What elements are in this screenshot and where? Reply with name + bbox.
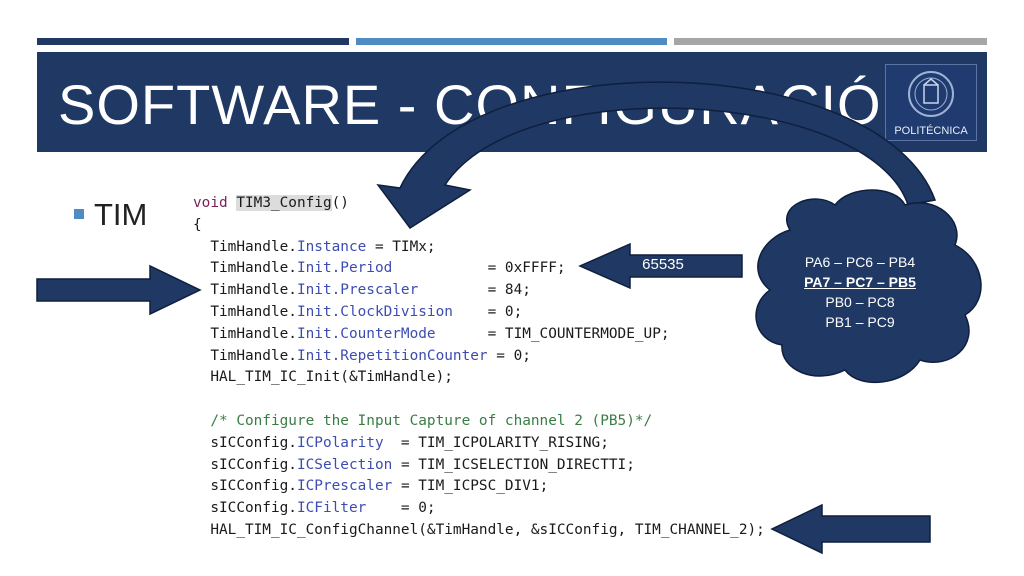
code-text: {: [193, 216, 202, 233]
code-text: (): [331, 195, 349, 211]
code-property: Instance: [296, 238, 367, 255]
code-text: = TIM_ICPOLARITY_RISING;: [383, 434, 609, 451]
code-text: HAL_TIM_IC_ConfigChannel(&TimHandle, &sI…: [193, 521, 765, 538]
code-text: = TIMx;: [366, 238, 436, 255]
bullet-square: [74, 209, 84, 219]
cloud-shape: [755, 189, 982, 384]
code-text: TimHandle.: [193, 282, 297, 299]
code-text: TimHandle.: [193, 347, 297, 364]
code-property: ICSelection: [296, 456, 393, 473]
bullet-label: TIM: [94, 197, 148, 232]
code-property: Init.Prescaler: [296, 282, 419, 299]
code-text: sICConfig.: [193, 434, 297, 451]
code-text: TimHandle.: [193, 325, 297, 342]
crest-icon: [908, 71, 954, 117]
code-text: = TIM_COUNTERMODE_UP;: [435, 325, 670, 342]
code-text: TimHandle.: [193, 238, 297, 255]
code-property: Init.Period: [296, 260, 393, 277]
code-property: ICPrescaler: [296, 478, 393, 495]
cloud-line: PB1 – PC9: [825, 314, 895, 330]
code-text: sICConfig.: [193, 478, 297, 495]
arrow-left-icon: [578, 242, 743, 290]
code-property: Init.ClockDivision: [296, 303, 453, 320]
curved-arrow: [376, 81, 937, 230]
code-text: TimHandle.: [193, 260, 297, 277]
code-text: = TIM_ICSELECTION_DIRECTTI;: [392, 456, 635, 473]
code-text: = 0;: [452, 303, 523, 320]
top-bar-gray: [674, 38, 987, 45]
top-bar-dark: [37, 38, 349, 45]
cloud-line: PA6 – PC6 – PB4: [804, 254, 916, 270]
cloud-line-highlighted: PA7 – PC7 – PB5: [804, 274, 916, 290]
cloud-text: PA6 – PC6 – PB4 PA7 – PC7 – PB5 PB0 – PC…: [775, 252, 945, 332]
top-bar-blue: [356, 38, 667, 45]
code-property: ICPolarity: [296, 434, 384, 451]
code-text: = 0xFFFF;: [392, 260, 566, 277]
code-function-name: TIM3_Config: [236, 195, 332, 211]
code-text: sICConfig.: [193, 500, 297, 517]
university-logo: POLITÉCNICA: [885, 64, 977, 141]
arrow-right-icon: [36, 264, 202, 316]
value-arrow-label: 65535: [642, 256, 684, 273]
arrow-left-icon: [770, 503, 931, 555]
code-text: = TIM_ICPSC_DIV1;: [392, 478, 549, 495]
code-block: void TIM3_Config() { TimHandle.Instance …: [193, 193, 765, 542]
code-comment: /* Configure the Input Capture of channe…: [193, 412, 653, 429]
code-text: = 84;: [418, 282, 531, 299]
code-property: Init.CounterMode: [296, 325, 436, 342]
code-keyword: void: [193, 195, 228, 211]
code-text: = 0;: [366, 500, 436, 517]
logo-text: POLITÉCNICA: [894, 125, 968, 137]
code-text: sICConfig.: [193, 456, 297, 473]
code-text: TimHandle.: [193, 303, 297, 320]
code-text: HAL_TIM_IC_Init(&TimHandle);: [193, 369, 453, 386]
code-property: ICFilter: [296, 500, 367, 517]
code-property: Init.RepetitionCounter: [296, 347, 488, 364]
cloud-line: PB0 – PC8: [825, 294, 895, 310]
code-text: = 0;: [487, 347, 531, 364]
